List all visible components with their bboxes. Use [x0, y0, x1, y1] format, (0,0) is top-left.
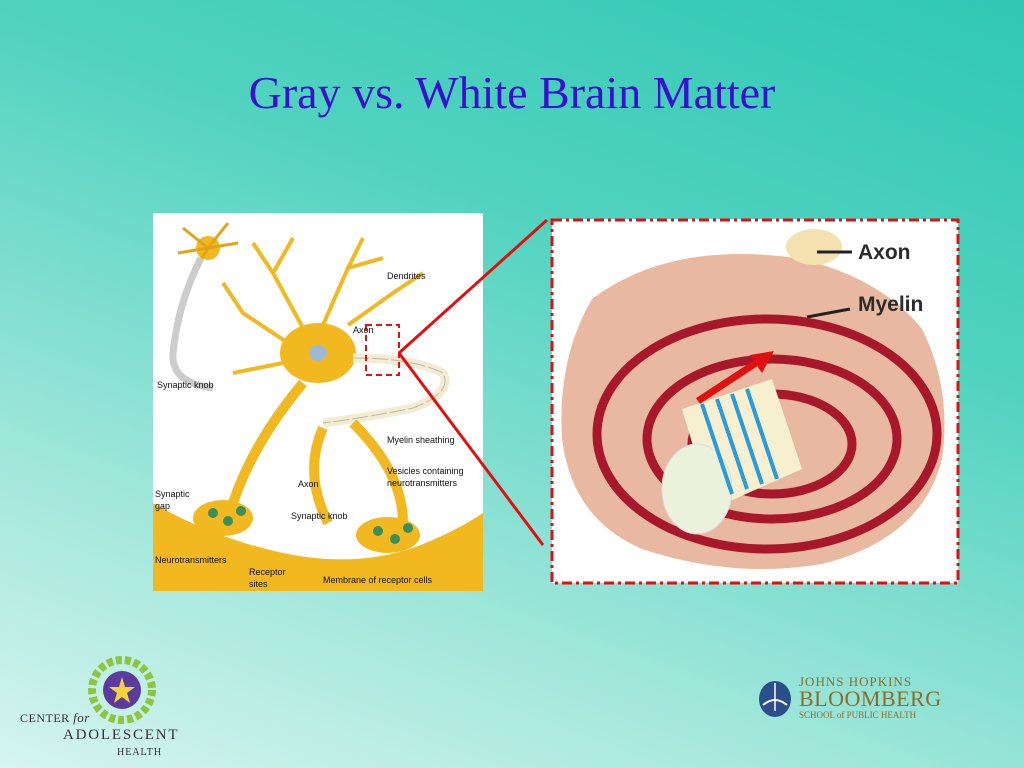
cah-line2: ADOLESCENT	[63, 727, 180, 743]
label-synaptic-knob-bottom: Synaptic knob	[291, 511, 348, 521]
vesicle	[236, 506, 246, 516]
label-neurotransmitters: Neurotransmitters	[155, 555, 227, 565]
axon-top	[786, 229, 842, 265]
jh-line3: SCHOOL of PUBLIC HEALTH	[799, 710, 917, 720]
jh-line1: JOHNS HOPKINS	[799, 674, 913, 689]
slide-title: Gray vs. White Brain Matter	[248, 67, 776, 118]
myelin-diagram: Axon Myelin	[552, 219, 958, 583]
nucleus	[309, 345, 327, 361]
dendrites-shape	[221, 237, 425, 375]
vesicle	[390, 534, 400, 544]
label-receptor-line2: sites	[249, 579, 268, 589]
label-dendrites: Dendrites	[387, 271, 426, 281]
label-axon-top: Axon	[353, 325, 374, 335]
vesicle	[403, 523, 413, 533]
label-membrane: Membrane of receptor cells	[323, 575, 433, 585]
vesicle	[208, 508, 218, 518]
upper-neuron-dendrites	[177, 222, 239, 274]
label-myelin: Myelin	[858, 293, 923, 316]
axon-branches	[228, 379, 408, 526]
neuron-illustration: Dendrites Axon Synaptic knob Myelin shea…	[153, 222, 483, 591]
cah-emblem-icon	[88, 656, 156, 724]
synaptic-knob-left	[193, 500, 253, 536]
cah-line1: CENTER for	[20, 710, 90, 725]
cah-star-icon	[109, 677, 135, 703]
upper-neuron-axon	[169, 256, 214, 392]
vesicle	[373, 526, 383, 536]
label-synaptic-knob-top: Synaptic knob	[157, 380, 214, 390]
myelin-illustration: Axon Myelin	[561, 229, 945, 569]
synaptic-knob-right	[356, 517, 420, 553]
center-for-adolescent-health-logo: CENTER for ADOLESCENT HEALTH	[20, 655, 190, 761]
label-myelin-sheathing: Myelin sheathing	[387, 435, 455, 445]
neuron-diagram: Dendrites Axon Synaptic knob Myelin shea…	[153, 213, 483, 591]
label-synaptic-gap-line1: Synaptic	[155, 489, 190, 499]
zoom-box	[365, 324, 400, 376]
jh-line2: BLOOMBERG	[799, 686, 942, 711]
label-vesicles-line1: Vesicles containing	[387, 466, 464, 476]
jhu-seal-icon	[759, 681, 791, 717]
johns-hopkins-bloomberg-logo: JOHNS HOPKINS BLOOMBERG SCHOOL of PUBLIC…	[757, 673, 947, 725]
label-receptor-line1: Receptor	[249, 567, 286, 577]
cah-ring	[88, 656, 156, 724]
label-axon: Axon	[858, 241, 911, 264]
receptor-membrane-shape	[153, 503, 483, 591]
label-axon-mid: Axon	[298, 479, 319, 489]
label-synaptic-gap-line2: gap	[155, 501, 170, 511]
vesicle	[223, 516, 233, 526]
label-vesicles-line2: neurotransmitters	[387, 478, 458, 488]
cah-line3: HEALTH	[117, 747, 163, 758]
